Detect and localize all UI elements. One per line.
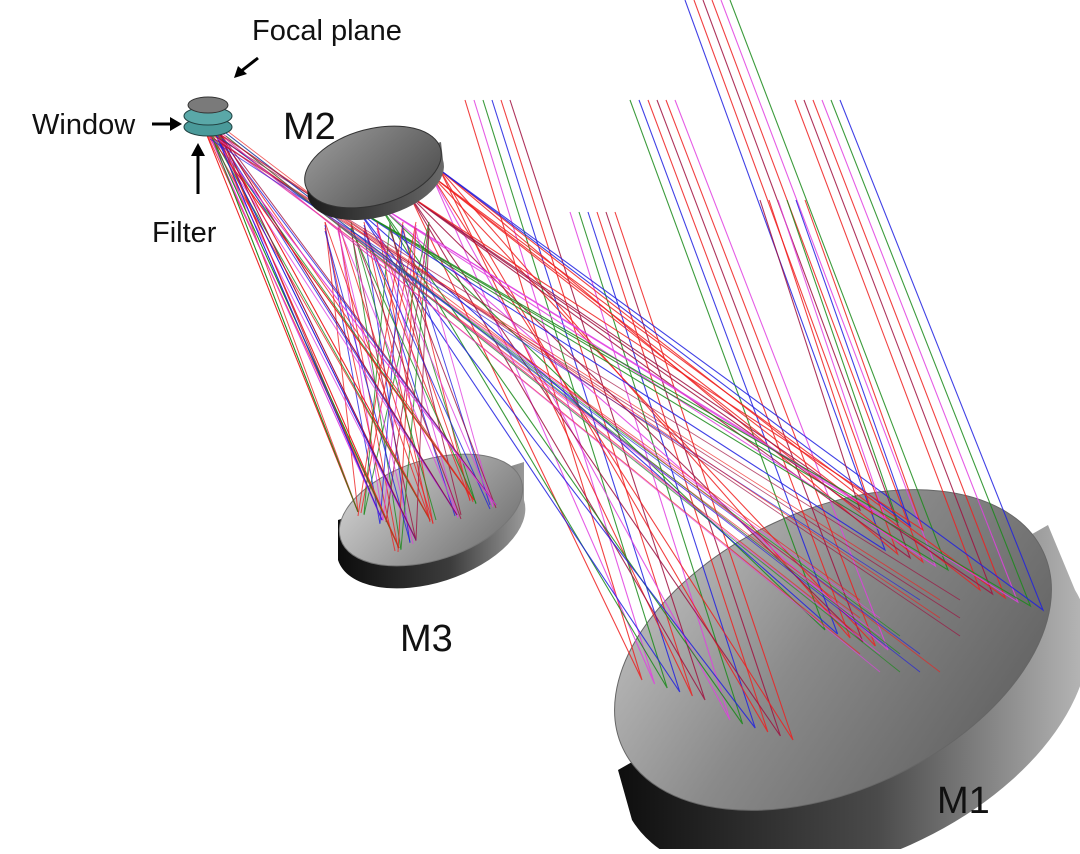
ray-path bbox=[206, 129, 417, 541]
ray-path bbox=[203, 127, 475, 501]
ray-path bbox=[363, 230, 411, 544]
ray-path bbox=[409, 195, 862, 512]
ray-path bbox=[409, 99, 643, 681]
ray-path bbox=[439, 169, 912, 528]
ray-path bbox=[350, 224, 462, 520]
ray-path bbox=[203, 127, 400, 549]
window-label: Window bbox=[32, 109, 136, 141]
ray-path bbox=[357, 99, 1032, 608]
ray-path bbox=[439, 99, 851, 639]
m1-mirror bbox=[614, 489, 1080, 854]
ray-path bbox=[363, 227, 471, 501]
window-arrow bbox=[152, 117, 182, 131]
ray-path bbox=[225, 132, 921, 673]
ray-path bbox=[360, 221, 417, 514]
ray-path bbox=[439, 99, 1045, 612]
filter-arrow bbox=[191, 143, 205, 194]
label-arrows bbox=[152, 56, 259, 194]
ray-path bbox=[225, 138, 881, 673]
ray-path bbox=[206, 129, 497, 506]
ray-path bbox=[389, 230, 497, 509]
detector-assembly bbox=[183, 96, 233, 137]
ray-path bbox=[215, 129, 400, 549]
ray-path bbox=[431, 0, 925, 564]
ray-path bbox=[337, 224, 459, 518]
ray-path bbox=[379, 99, 826, 631]
ray-path bbox=[409, 99, 994, 596]
ray-path bbox=[376, 224, 459, 519]
ray-path bbox=[206, 129, 383, 521]
ray-path bbox=[357, 199, 899, 524]
m2-mirror bbox=[304, 125, 444, 221]
ray-path bbox=[350, 227, 477, 504]
ray-path bbox=[350, 221, 437, 521]
ray-path bbox=[363, 221, 391, 515]
ray-path bbox=[324, 224, 381, 525]
ray-path bbox=[357, 0, 887, 552]
ray-path bbox=[357, 0, 950, 572]
ray-path bbox=[400, 227, 430, 550]
ray-path bbox=[379, 99, 668, 689]
ray-path bbox=[218, 131, 458, 516]
ray-path bbox=[324, 230, 411, 543]
ray-path bbox=[379, 0, 937, 568]
ray-path bbox=[439, 169, 769, 733]
ray-path bbox=[324, 221, 431, 522]
ray-path bbox=[389, 224, 462, 516]
ray-path bbox=[203, 127, 359, 513]
focal-plane-label: Focal plane bbox=[252, 15, 402, 47]
ray-path bbox=[363, 230, 491, 510]
ray-path bbox=[439, 0, 899, 556]
ray-path bbox=[212, 127, 383, 521]
ray-path bbox=[379, 199, 887, 520]
ray-path bbox=[431, 175, 874, 516]
ray-path bbox=[409, 0, 912, 560]
ray-path bbox=[209, 131, 359, 513]
focal-plane-arrow bbox=[234, 56, 259, 78]
ray-path bbox=[225, 135, 901, 673]
ray-path bbox=[212, 127, 417, 541]
ray-path bbox=[376, 230, 494, 507]
ray-path bbox=[402, 230, 491, 506]
ray-path bbox=[363, 224, 456, 517]
focal-plane-element bbox=[187, 96, 229, 114]
ray-path bbox=[409, 99, 706, 701]
ray-path bbox=[439, 99, 982, 592]
ray-path bbox=[337, 224, 384, 522]
m3-label: M3 bbox=[400, 618, 453, 660]
ray-path bbox=[376, 221, 434, 525]
ray-path bbox=[215, 129, 475, 501]
ray-path bbox=[218, 131, 417, 541]
ray-path bbox=[218, 131, 497, 506]
ray-path bbox=[431, 99, 1007, 600]
ray-path bbox=[409, 195, 925, 532]
ray-path bbox=[215, 129, 431, 521]
ray-path bbox=[379, 99, 1019, 604]
ray-path bbox=[431, 99, 876, 647]
ray-path bbox=[213, 138, 961, 619]
ray-path bbox=[382, 224, 417, 521]
ray-path bbox=[324, 227, 396, 552]
m2-label: M2 bbox=[283, 106, 336, 148]
ray-path bbox=[431, 99, 656, 685]
filter-label: Filter bbox=[152, 217, 217, 249]
ray-path bbox=[225, 129, 941, 673]
m1-label: M1 bbox=[937, 780, 990, 822]
ray-path bbox=[379, 205, 744, 725]
